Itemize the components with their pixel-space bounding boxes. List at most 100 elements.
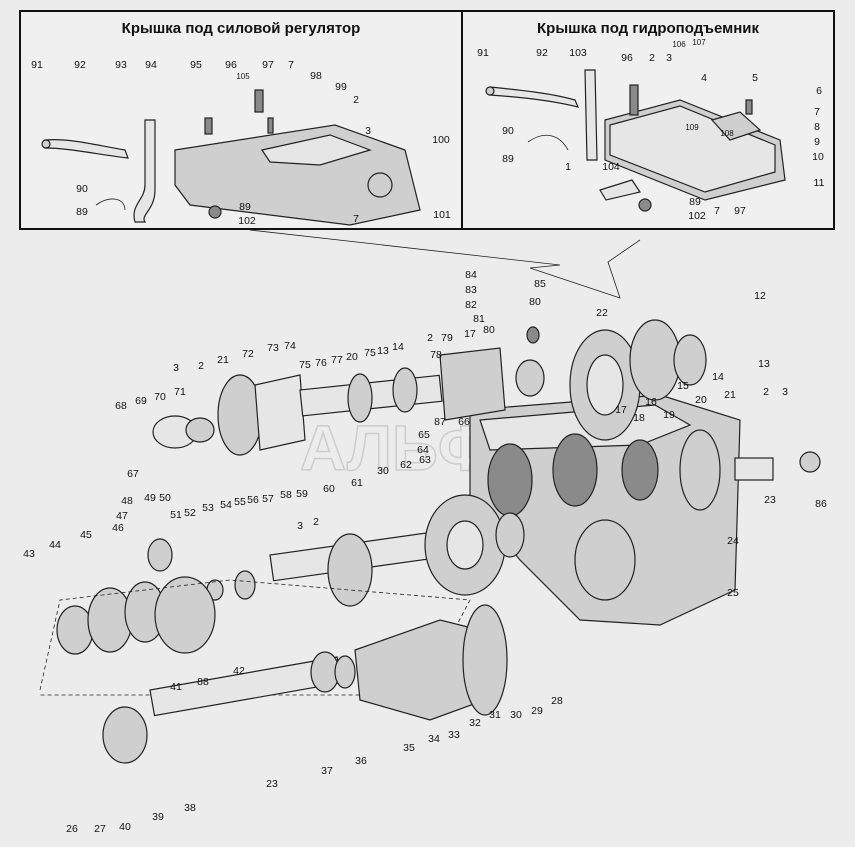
callout-c94a: 94	[145, 59, 157, 71]
rod-end-91b	[485, 86, 495, 96]
bolt-105	[254, 89, 264, 113]
callout-c24: 24	[727, 535, 739, 547]
inset-hydraulic-lift-cover: Крышка под гидроподъемник	[461, 10, 835, 230]
bracket-104	[599, 179, 641, 201]
callout-c55: 55	[234, 496, 246, 508]
lower-left-assembly	[39, 576, 471, 696]
callout-c47: 47	[116, 510, 128, 522]
callout-c69: 69	[135, 395, 147, 407]
callout-c18: 18	[633, 412, 645, 424]
callout-c91b: 91	[477, 47, 489, 59]
callout-c2a: 2	[353, 94, 359, 106]
callout-c85: 85	[534, 278, 546, 290]
callout-c77: 77	[331, 354, 343, 366]
callout-c3a: 3	[365, 125, 371, 137]
lever-102b	[638, 198, 652, 212]
bearing-14	[392, 367, 418, 413]
callout-c57: 57	[262, 493, 274, 505]
callout-c74: 74	[284, 340, 296, 352]
callout-c5b: 5	[752, 72, 758, 84]
callout-c89a: 89	[76, 206, 88, 218]
callout-c76: 76	[315, 357, 327, 369]
callout-c44: 44	[49, 539, 61, 551]
callout-c14b: 14	[392, 341, 404, 353]
callout-c108b: 108	[720, 129, 734, 138]
callout-c106b: 106	[672, 40, 686, 49]
callout-c72: 72	[242, 348, 254, 360]
cover-gasket-left	[261, 134, 372, 166]
lever-102	[208, 205, 222, 219]
callout-c102a: 102	[238, 215, 256, 227]
callout-c46: 46	[112, 522, 124, 534]
callout-c97b: 97	[734, 205, 746, 217]
callout-c89d: 89	[689, 196, 701, 208]
middle-shaft-assembly	[147, 494, 525, 607]
callout-c22: 22	[596, 307, 608, 319]
callout-c102b: 102	[688, 210, 706, 222]
callout-c92a: 92	[74, 59, 86, 71]
callout-c11b: 11	[814, 177, 825, 189]
ring-69	[185, 417, 215, 443]
bore-left	[487, 443, 533, 517]
callout-c13b: 13	[377, 345, 389, 357]
callout-c3d: 3	[173, 362, 179, 374]
callout-c70: 70	[154, 391, 166, 403]
callout-c35: 35	[403, 742, 415, 754]
callout-c93a: 93	[115, 59, 127, 71]
callout-c20b: 20	[346, 351, 358, 363]
callout-c104b: 104	[602, 161, 620, 173]
ring-gear-group	[569, 319, 707, 441]
callout-c7a: 7	[288, 59, 294, 71]
callout-c16: 16	[645, 396, 657, 408]
callout-c98a: 98	[310, 70, 322, 82]
gear-62-hub	[446, 520, 484, 570]
flange-60	[327, 533, 373, 607]
callout-c2b: 2	[649, 52, 655, 64]
group-outline	[39, 579, 471, 696]
callout-c31: 31	[489, 709, 501, 721]
gear-21-right	[679, 429, 721, 511]
callout-c34: 34	[428, 733, 440, 745]
washer-55	[234, 570, 256, 600]
flange-31	[462, 604, 508, 716]
callout-c9b: 9	[814, 136, 820, 148]
rod-end-91	[41, 139, 51, 149]
callout-c29: 29	[531, 705, 543, 717]
callout-c3b: 3	[666, 52, 672, 64]
callout-c32: 32	[469, 717, 481, 729]
shaft-23-right	[734, 457, 774, 481]
sleeve-72	[254, 374, 306, 451]
callout-c58: 58	[280, 489, 292, 501]
gear-20	[347, 373, 373, 423]
callout-c92b: 92	[536, 47, 548, 59]
callout-c90a: 90	[76, 183, 88, 195]
nut-82	[526, 326, 540, 344]
callout-c84: 84	[465, 269, 477, 281]
gear-17	[515, 359, 545, 397]
callout-c56: 56	[247, 494, 259, 506]
callout-c90b: 90	[502, 125, 514, 137]
callout-c20a: 20	[695, 394, 707, 406]
callout-c109b: 109	[685, 123, 699, 132]
callout-c75b: 75	[364, 347, 376, 359]
callout-c15: 15	[677, 380, 689, 392]
callout-c39: 39	[152, 811, 164, 823]
flange-8	[710, 111, 762, 141]
callout-c12: 12	[754, 290, 766, 302]
callout-c95a: 95	[190, 59, 202, 71]
callout-c45: 45	[80, 529, 92, 541]
callout-c78: 78	[430, 349, 442, 361]
diff-housing-15	[629, 319, 681, 401]
callout-c8b: 8	[814, 121, 820, 133]
callout-c7d: 7	[714, 205, 720, 217]
stud-96b	[629, 84, 639, 116]
callout-c43: 43	[23, 548, 35, 560]
left-inset-parts	[41, 89, 421, 226]
callout-c100a: 100	[432, 134, 450, 146]
callout-c51: 51	[170, 509, 182, 521]
callout-c14a: 14	[712, 371, 724, 383]
main-housing	[469, 394, 821, 626]
inset-title-power-regulator: Крышка под силовой регулятор	[121, 20, 361, 37]
callout-c107b: 107	[692, 38, 706, 47]
